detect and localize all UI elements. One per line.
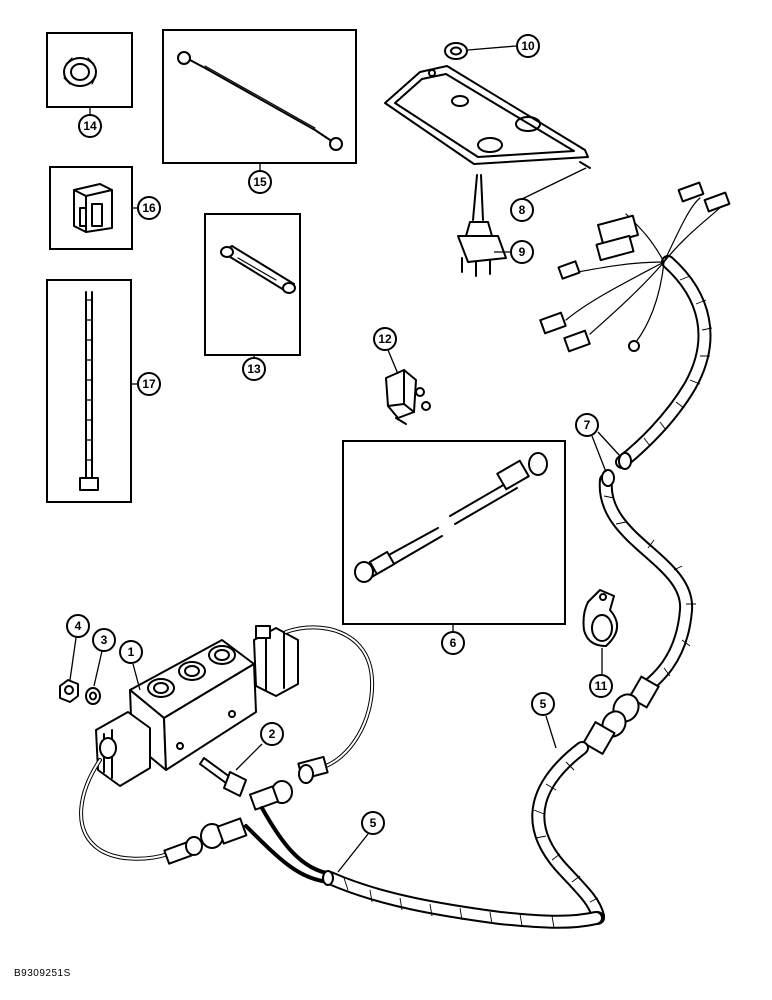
callout-5-right: 5	[531, 692, 557, 749]
callout-8: 8	[510, 167, 587, 222]
part-2-bolt	[199, 757, 247, 797]
part-5-harness-right	[531, 469, 696, 925]
callout-17: 17	[131, 372, 161, 396]
part-5-harness-left	[322, 870, 603, 929]
svg-text:1: 1	[128, 645, 135, 659]
part-8-plate	[384, 65, 591, 169]
callout-12: 12	[373, 327, 399, 375]
svg-text:4: 4	[75, 619, 82, 633]
callout-5-left: 5	[337, 811, 385, 873]
part-3-washer	[85, 687, 101, 705]
callout-1: 1	[119, 640, 143, 691]
part-17-cable-tie	[46, 279, 132, 503]
callout-14: 14	[78, 107, 102, 138]
svg-text:8: 8	[519, 203, 526, 217]
part-10-nut	[444, 42, 468, 60]
part-4-nut	[59, 679, 79, 703]
part-11-cable-clamp	[582, 589, 618, 647]
part-16-connector-clip	[49, 166, 133, 250]
svg-text:9: 9	[519, 245, 526, 259]
svg-text:3: 3	[101, 633, 108, 647]
part-7-harness-sheath	[615, 255, 713, 470]
callout-11: 11	[589, 648, 613, 698]
svg-text:14: 14	[83, 119, 97, 133]
callout-15: 15	[248, 163, 272, 194]
part-14-nut	[46, 32, 133, 108]
svg-text:17: 17	[142, 377, 156, 391]
figure-code: B9309251S	[14, 968, 71, 979]
svg-text:5: 5	[370, 816, 377, 830]
svg-text:7: 7	[584, 418, 591, 432]
svg-text:11: 11	[595, 679, 608, 693]
svg-text:15: 15	[253, 175, 267, 189]
callout-10: 10	[467, 34, 540, 58]
valve-wiring	[79, 625, 375, 884]
part-6-harness	[342, 440, 566, 625]
svg-text:10: 10	[521, 39, 535, 53]
part-13-fuse	[204, 213, 301, 356]
svg-text:6: 6	[450, 636, 457, 650]
callout-2: 2	[235, 722, 284, 771]
harness-terminals	[539, 181, 731, 353]
svg-text:2: 2	[269, 727, 276, 741]
callout-16: 16	[132, 196, 161, 220]
callout-6: 6	[441, 624, 465, 655]
svg-text:16: 16	[142, 201, 156, 215]
callout-9: 9	[494, 240, 534, 264]
callout-13: 13	[242, 355, 266, 381]
svg-text:13: 13	[247, 362, 261, 376]
part-1-valve	[95, 625, 299, 787]
svg-text:5: 5	[540, 697, 547, 711]
callout-4: 4	[66, 614, 90, 681]
callout-3: 3	[92, 628, 116, 687]
part-9-toggle-switch	[457, 174, 507, 277]
callout-7: 7	[575, 413, 621, 473]
svg-text:12: 12	[378, 332, 392, 346]
part-15-ground-strap	[162, 29, 357, 164]
part-12-circuit-breaker	[385, 369, 431, 425]
